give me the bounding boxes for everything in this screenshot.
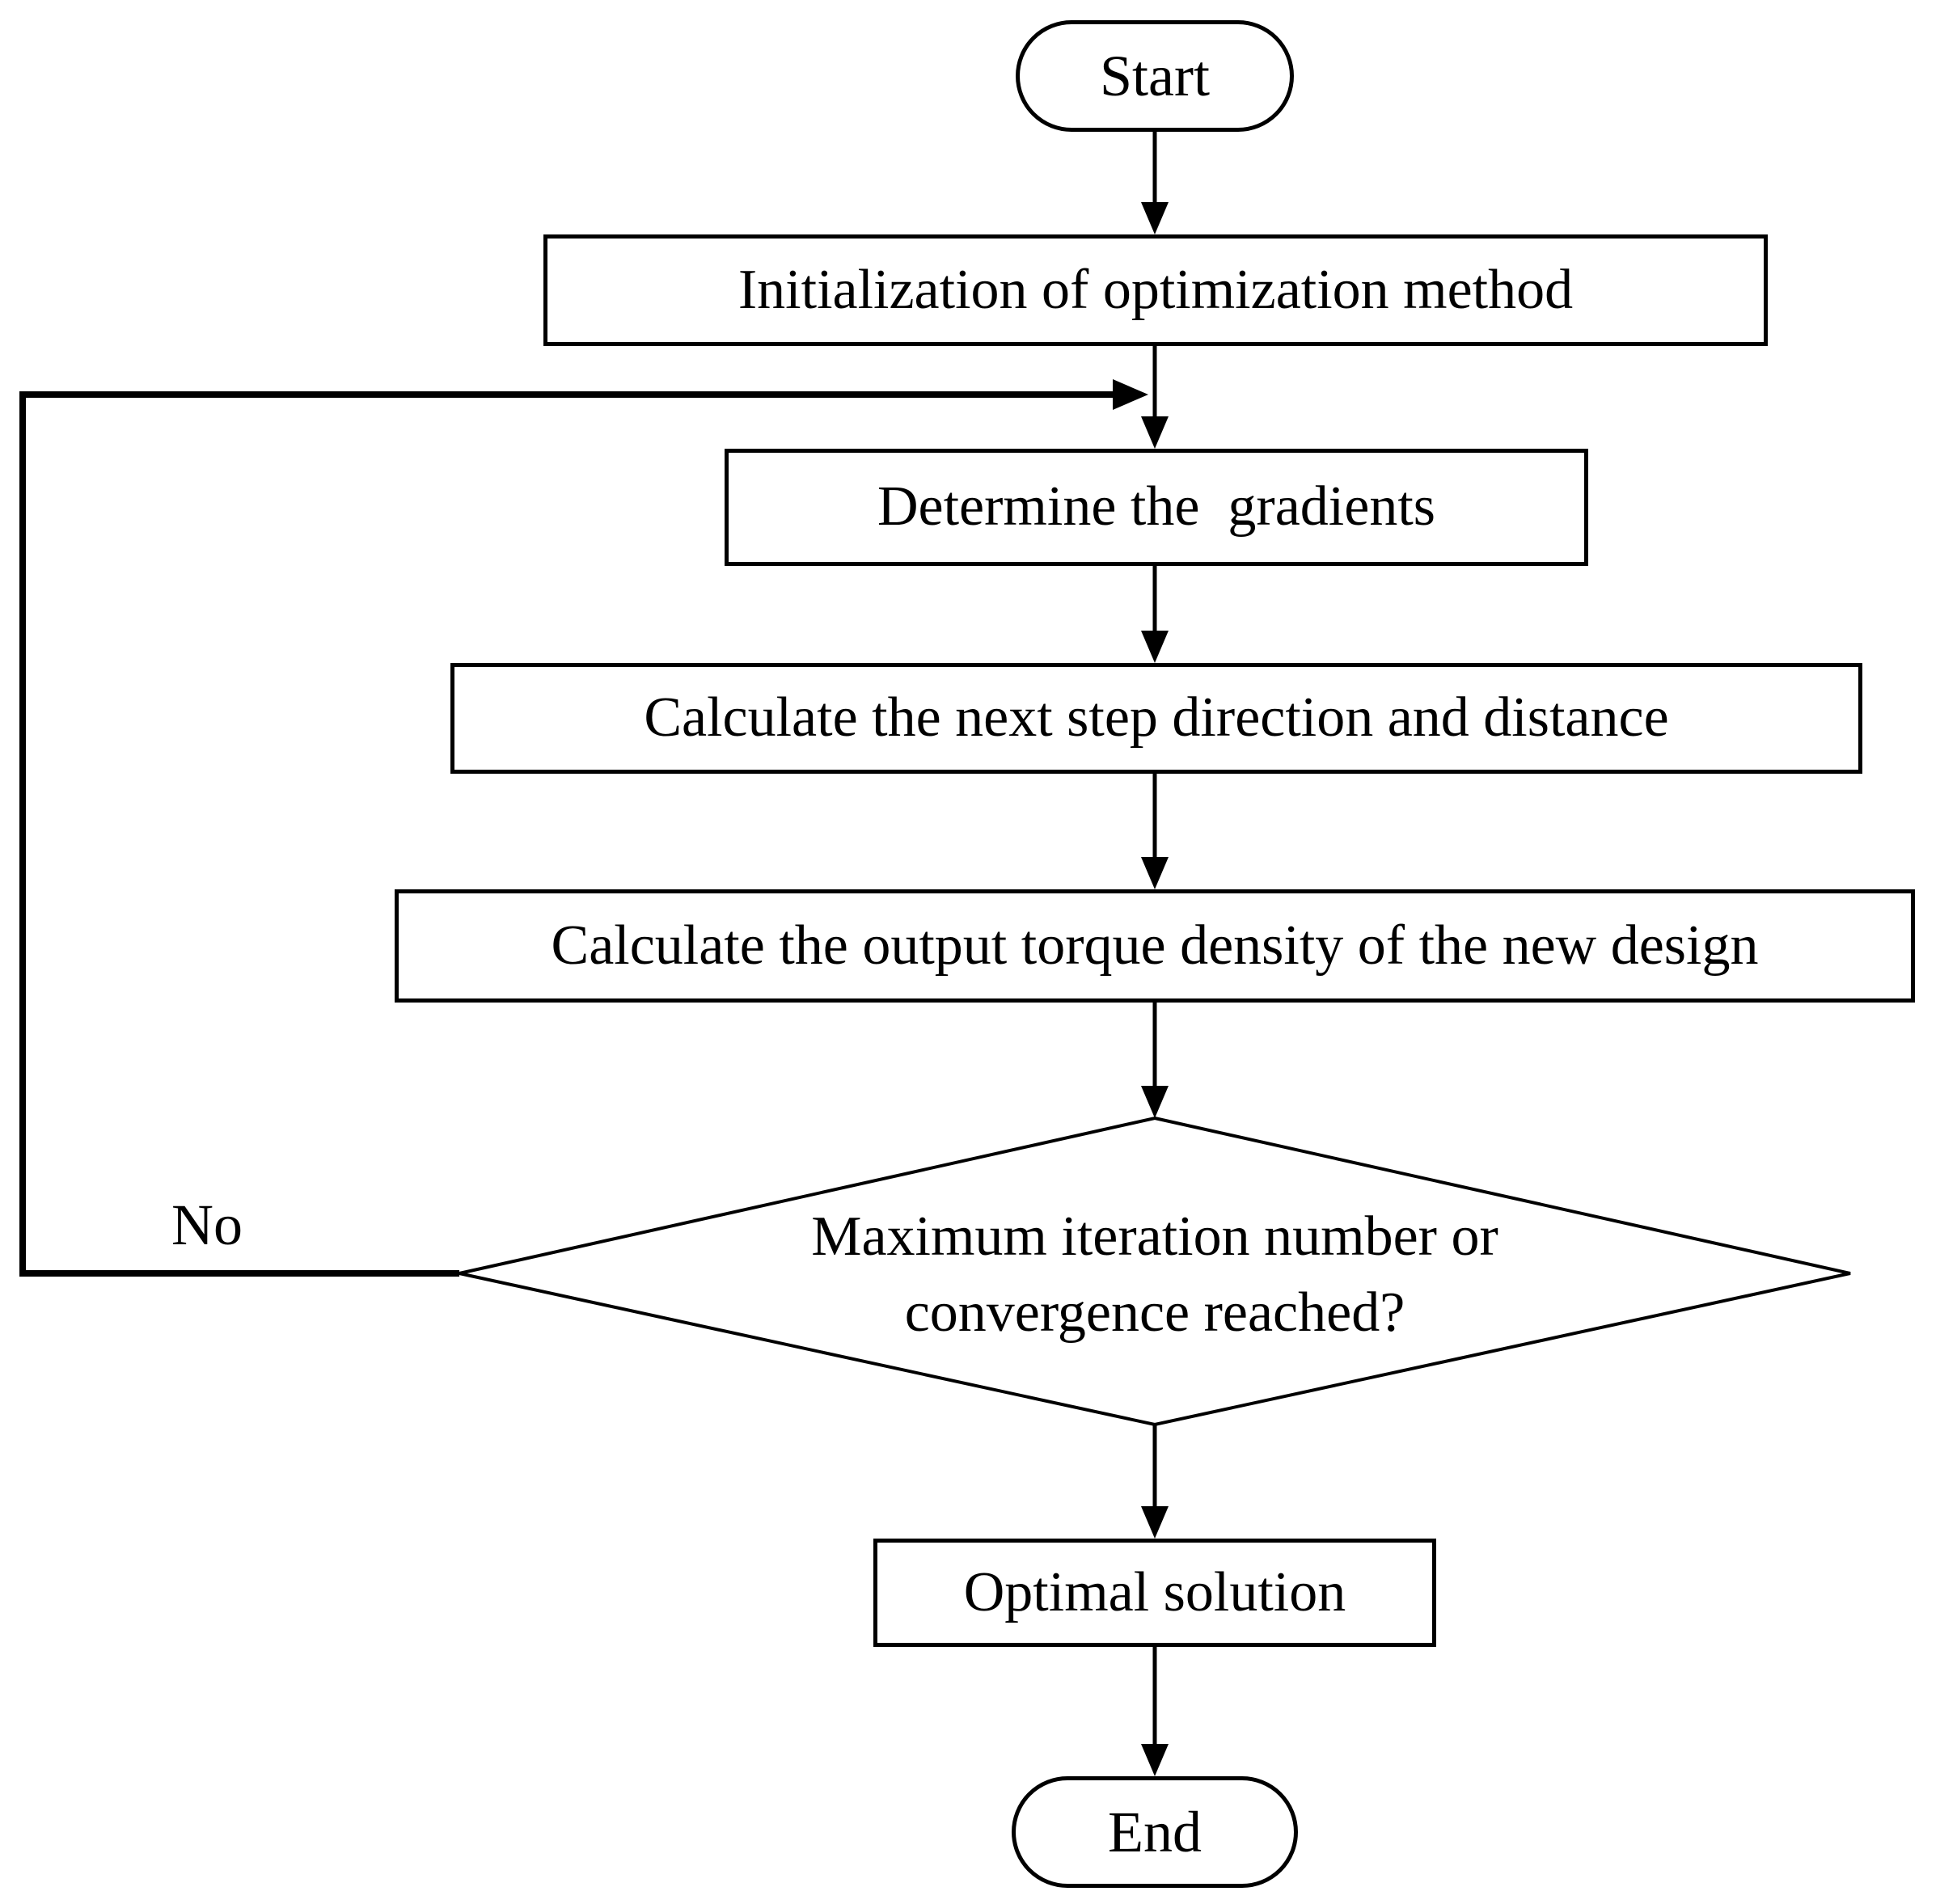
node-end: End — [1012, 1776, 1298, 1888]
edge-label-no: No — [118, 1187, 296, 1264]
node-torque-density: Calculate the output torque density of t… — [395, 889, 1915, 1003]
edge-step-to-torque-arrowhead-icon — [1141, 857, 1169, 889]
node-determine-gradients: Determine the gradients — [725, 449, 1588, 566]
node-next-step: Calculate the next step direction and di… — [450, 663, 1862, 774]
node-decision-label-line1: Maximum iteration number or — [811, 1205, 1498, 1268]
edge-no-loop-arrowhead-icon — [1113, 379, 1148, 410]
node-optimal-solution-label: Optimal solution — [963, 1560, 1346, 1623]
node-torque-density-label: Calculate the output torque density of t… — [551, 914, 1759, 977]
edge-gradients-to-step-arrowhead-icon — [1141, 631, 1169, 663]
node-end-label: End — [1108, 1799, 1202, 1864]
edge-init-to-gradients-arrowhead-icon — [1141, 416, 1169, 449]
node-initialization-label: Initialization of optimization method — [738, 258, 1574, 321]
node-decision-label: Maximum iteration number or convergence … — [710, 1199, 1600, 1351]
edge-optimal-to-end-arrowhead-icon — [1141, 1744, 1169, 1776]
node-next-step-label: Calculate the next step direction and di… — [644, 686, 1669, 749]
node-initialization: Initialization of optimization method — [543, 234, 1768, 346]
node-decision-label-line2: convergence reached? — [904, 1281, 1405, 1344]
edge-decision-to-optimal-arrowhead-icon — [1141, 1506, 1169, 1539]
edge-no-loop — [19, 391, 1113, 1277]
edge-start-to-init-arrowhead-icon — [1141, 202, 1169, 234]
node-start: Start — [1016, 20, 1294, 132]
node-determine-gradients-label: Determine the gradients — [877, 475, 1436, 538]
edge-torque-to-decision-arrowhead-icon — [1141, 1086, 1169, 1118]
node-start-label: Start — [1100, 43, 1210, 108]
node-optimal-solution: Optimal solution — [873, 1539, 1436, 1647]
edge-label-no-text: No — [171, 1193, 243, 1257]
